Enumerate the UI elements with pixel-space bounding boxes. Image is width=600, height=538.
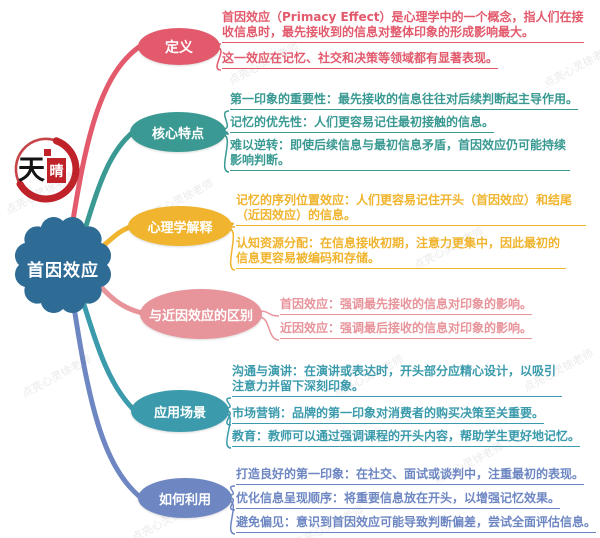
central-topic-label[interactable]: 首因效应 bbox=[27, 261, 99, 281]
topic-item[interactable]: 优化信息呈现顺序：将重要信息放在开头，以增强记忆效果。 bbox=[236, 491, 561, 509]
branch-node-definition[interactable]: 定义 bbox=[138, 28, 220, 65]
logo-qing-character: 晴 bbox=[47, 158, 66, 183]
logo-seal-icon bbox=[44, 149, 51, 156]
branch-node-applications[interactable]: 应用场景 bbox=[131, 390, 229, 432]
topic-item[interactable]: 难以逆转：即使后续信息与最初信息矛盾，首因效应仍可能持续影响判断。 bbox=[230, 138, 570, 171]
item-connector bbox=[258, 310, 280, 317]
topic-item[interactable]: 首因效应（Primacy Effect）是心理学中的一个概念，指人们在接收信息时… bbox=[222, 10, 584, 43]
central-node-shape[interactable] bbox=[15, 217, 111, 313]
branch-label: 与近因效应的区别 bbox=[148, 308, 253, 324]
topic-item[interactable]: 近因效应：强调最后接收的信息对印象的影响。 bbox=[280, 321, 533, 339]
branch-label: 定义 bbox=[165, 39, 193, 56]
item-connector bbox=[222, 134, 230, 173]
branch-node-how-to-use[interactable]: 如何利用 bbox=[138, 478, 232, 518]
topic-item[interactable]: 沟通与演讲：在演讲或表达时，开头部分应精心设计，以吸引注意力并留下深刻印象。 bbox=[232, 364, 562, 397]
branch-label: 如何利用 bbox=[158, 492, 211, 508]
topic-item[interactable]: 认知资源分配：在信息接收初期，注意力更集中，因此最初的信息更容易被编码和存储。 bbox=[236, 236, 566, 269]
branch-node-psych-explanation[interactable]: 心理学解释 bbox=[128, 206, 232, 246]
topic-item[interactable]: 教育：教师可以通过强调课程的开头内容，帮助学生更好地记忆。 bbox=[232, 429, 581, 447]
branch-curve-how-to-use bbox=[69, 291, 143, 500]
branch-node-difference[interactable]: 与近因效应的区别 bbox=[140, 289, 262, 339]
item-connector bbox=[228, 228, 236, 271]
branch-curve-definition bbox=[67, 42, 145, 243]
logo-tian-character: 天 bbox=[18, 155, 45, 186]
item-connector bbox=[228, 500, 236, 535]
branch-label: 应用场景 bbox=[153, 405, 206, 421]
topic-item[interactable]: 记忆的序列位置效应：人们更容易记住开头（首因效应）和结尾（近因效应）的信息。 bbox=[236, 193, 586, 226]
topic-item[interactable]: 避免偏见：意识到首因效应可能导致判断偏差，尝试全面评估信息。 bbox=[236, 515, 597, 533]
topic-item[interactable]: 首因效应：强调最先接收的信息对印象的影响。 bbox=[280, 297, 533, 315]
topic-item[interactable]: 记忆的优先性：人们更容易记住最初接触的信息。 bbox=[230, 115, 495, 133]
item-connector bbox=[258, 316, 280, 341]
branch-label: 心理学解释 bbox=[147, 220, 213, 236]
branch-curve-applications bbox=[77, 289, 136, 412]
branch-label: 核心特点 bbox=[151, 126, 204, 142]
topic-item[interactable]: 打造良好的第一印象：在社交、面试或谈判中，注重最初的表现。 bbox=[236, 467, 585, 485]
branch-node-core-features[interactable]: 核心特点 bbox=[130, 112, 226, 152]
topic-item[interactable]: 市场营销：品牌的第一印象对消费者的购买决策至关重要。 bbox=[232, 406, 545, 424]
logo-brush-ring-thin-icon bbox=[14, 137, 58, 186]
topic-item[interactable]: 这一效应在记忆、社交和决策等领域都有显著表现。 bbox=[222, 51, 499, 69]
topic-item[interactable]: 第一印象的重要性：最先接收的信息往往对后续判断起主导作用。 bbox=[230, 92, 579, 110]
logo-brush-ring-icon bbox=[16, 137, 80, 203]
